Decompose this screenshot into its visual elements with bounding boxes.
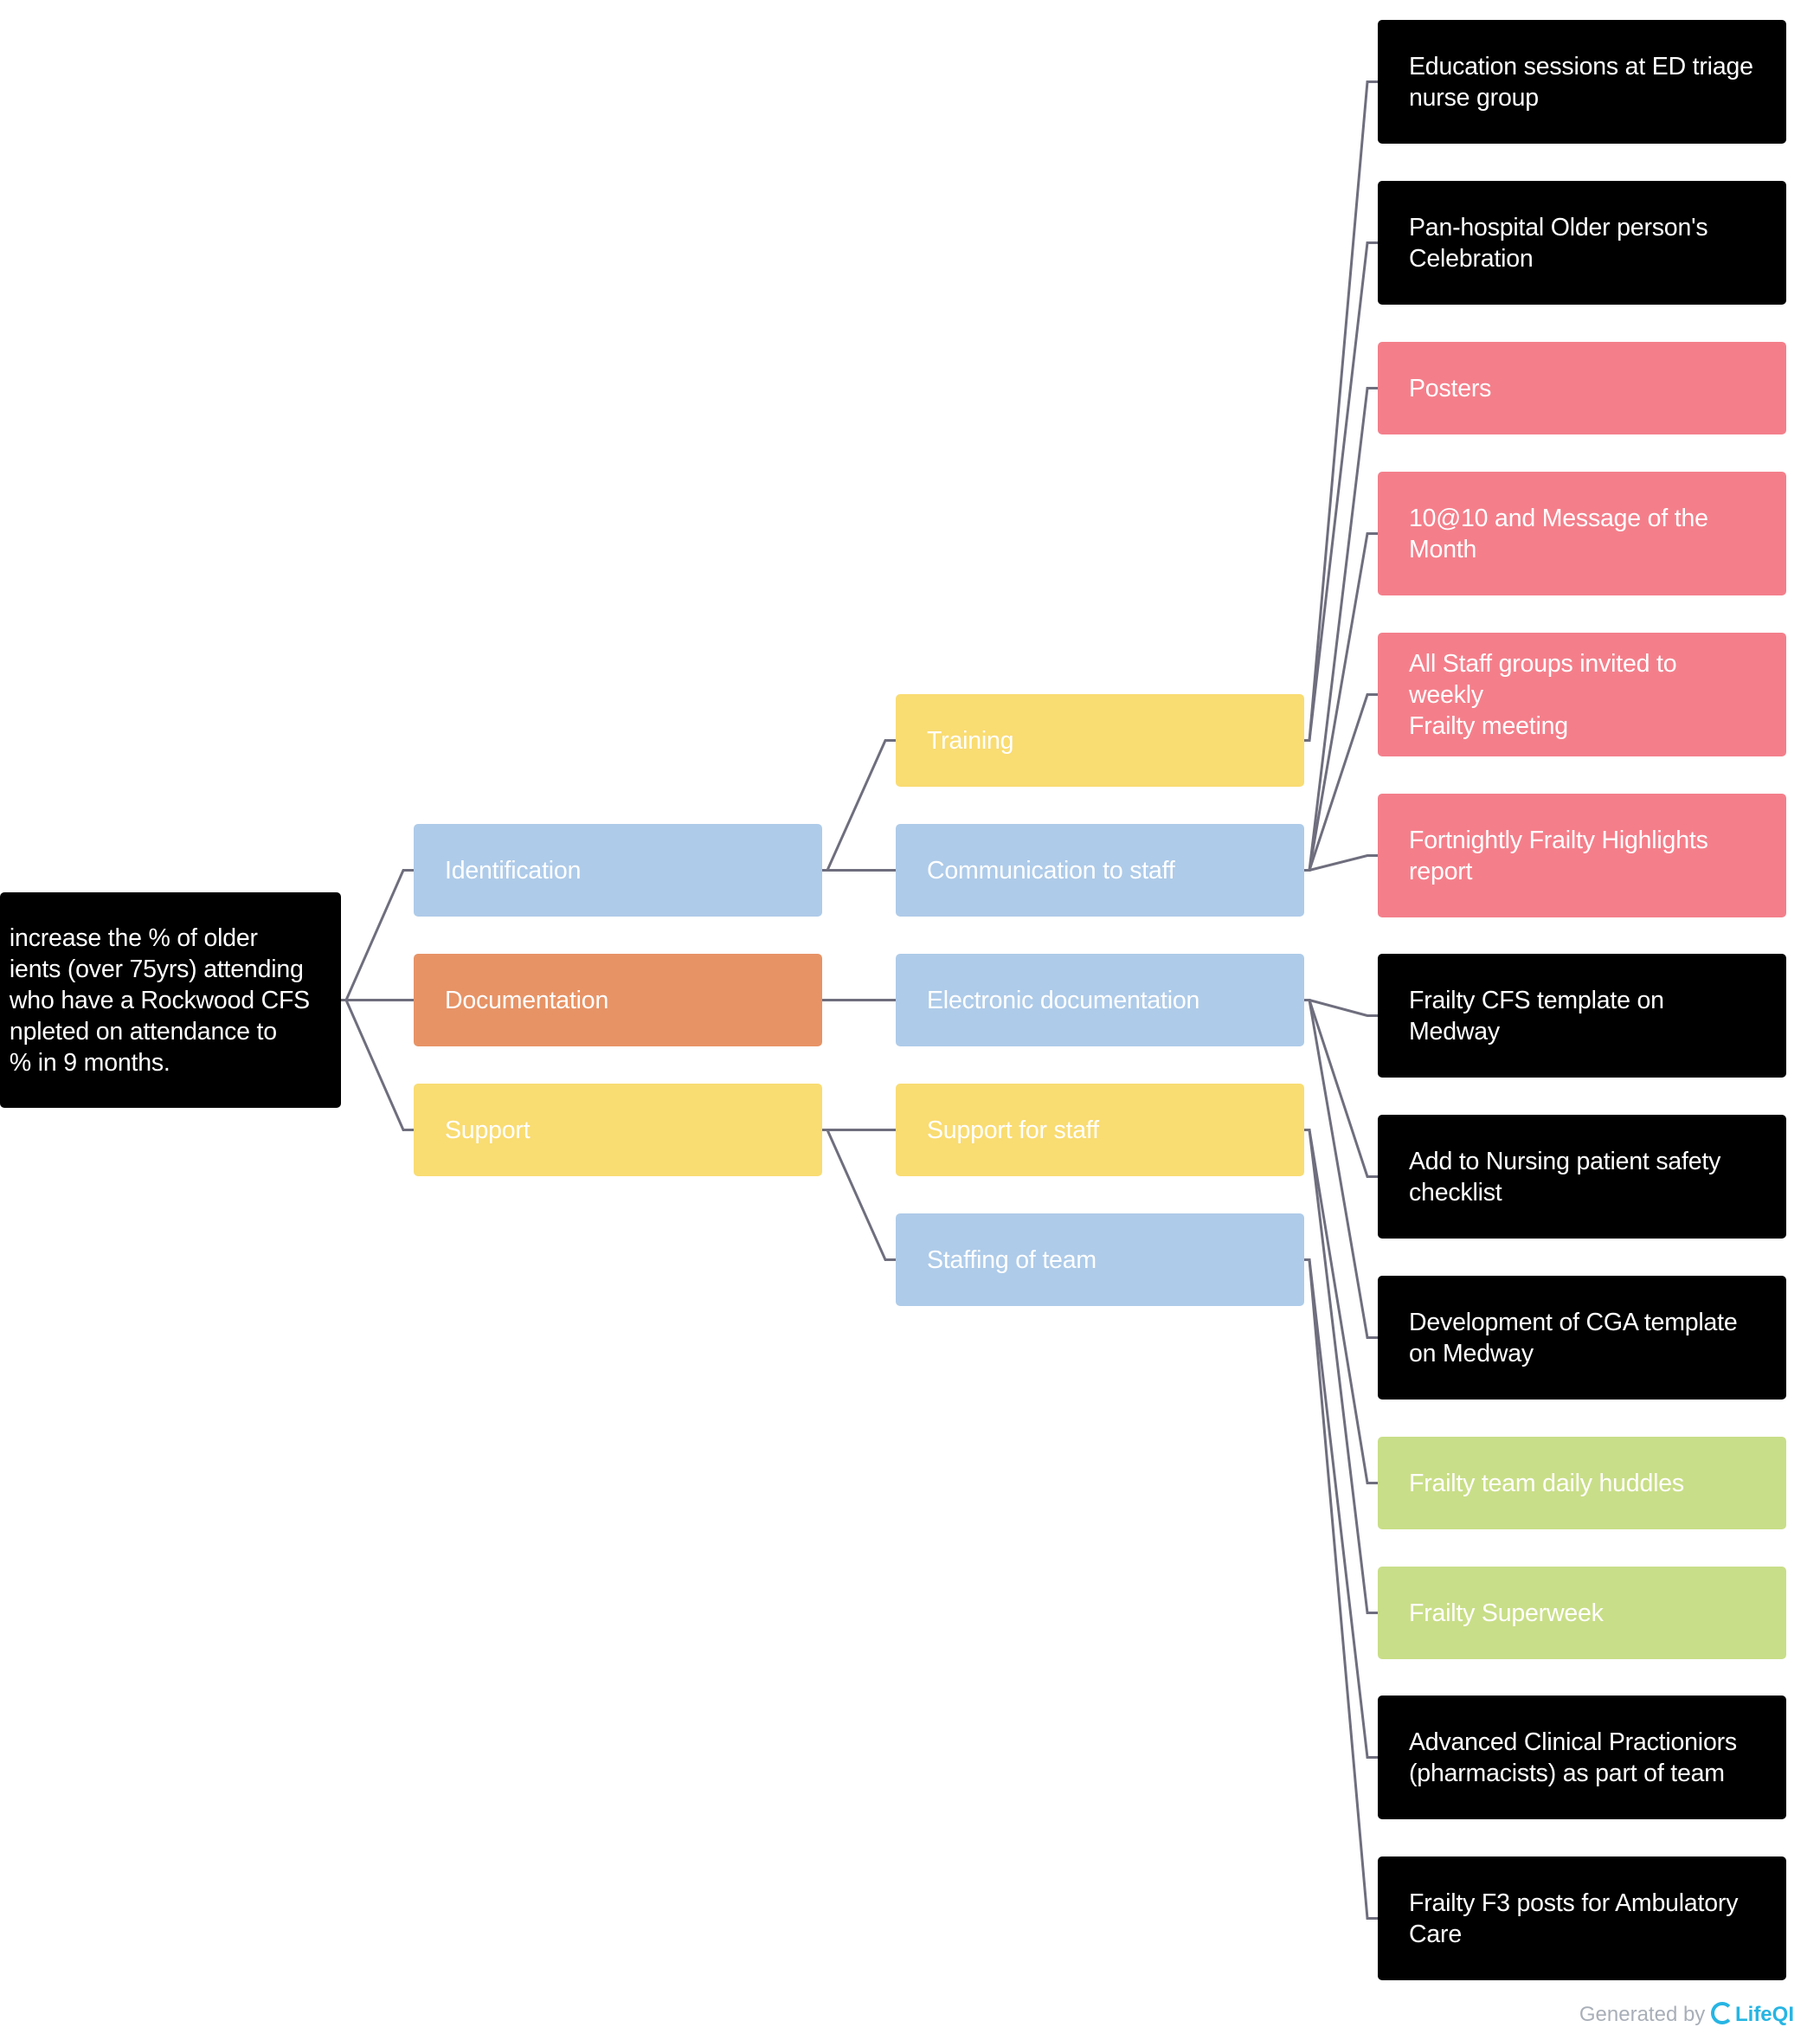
node-label: Pan-hospital Older person's Celebration [1409, 213, 1708, 273]
connector-support-staff-idea [1304, 1129, 1378, 1614]
aim-line: % in 9 months. [9, 1048, 170, 1077]
node-label: Electronic documentation [927, 986, 1200, 1014]
connector-staffing-idea [1304, 1258, 1378, 1920]
change-idea-highlights-report: Fortnightly Frailty Highlights report [1378, 794, 1786, 917]
change-idea-education-sessions: Education sessions at ED triage nurse gr… [1378, 20, 1786, 144]
aim-line: npleted on attendance to [9, 1017, 277, 1046]
node-label: Communication to staff [927, 856, 1175, 885]
connector-training-idea [1304, 241, 1378, 742]
connector-aim-primary-driver-identification [341, 869, 414, 1001]
secondary-driver-training: Training [896, 694, 1304, 787]
connector-communication-idea [1304, 854, 1378, 872]
aim-text: increase the % of older ients (over 75yr… [10, 923, 310, 1078]
primary-driver-support: Support [414, 1084, 822, 1176]
change-idea-posters: Posters [1378, 342, 1786, 434]
secondary-driver-staffing: Staffing of team [896, 1213, 1304, 1306]
change-idea-superweek: Frailty Superweek [1378, 1567, 1786, 1659]
aim-line: who have a Rockwood CFS [9, 986, 310, 1014]
node-label: Frailty CFS template on Medway [1409, 986, 1664, 1046]
node-label: Fortnightly Frailty Highlights report [1409, 826, 1708, 885]
lifeqi-brand: LifeQI [1734, 2003, 1794, 2026]
node-label: Support for staff [927, 1116, 1099, 1144]
aim-statement: increase the % of older ients (over 75yr… [0, 892, 341, 1108]
secondary-driver-support-for-staff: Support for staff [896, 1084, 1304, 1176]
change-idea-advanced-practitioners: Advanced Clinical Practioniors (pharmaci… [1378, 1696, 1786, 1819]
lifeqi-logo-icon [1710, 2002, 1733, 2024]
connector-identification-training [822, 739, 896, 872]
node-label: Training [927, 726, 1014, 755]
aim-line: increase the % of older [9, 923, 258, 952]
node-label: Add to Nursing patient safety checklist [1409, 1147, 1721, 1207]
primary-driver-documentation: Documentation [414, 954, 822, 1046]
node-label: Advanced Clinical Practioniors (pharmaci… [1409, 1728, 1737, 1787]
connector-electronic-idea [1304, 999, 1378, 1017]
secondary-driver-communication: Communication to staff [896, 824, 1304, 917]
primary-driver-identification: Identification [414, 824, 822, 917]
change-idea-f3-posts: Frailty F3 posts for Ambulatory Care [1378, 1856, 1786, 1980]
change-idea-cfs-template: Frailty CFS template on Medway [1378, 954, 1786, 1078]
node-label: 10@10 and Message of the Month [1409, 504, 1708, 563]
lifeqi-logo: LifeQI [1710, 2002, 1794, 2026]
node-label: Documentation [445, 986, 609, 1014]
aim-line: ients (over 75yrs) attending [9, 955, 304, 983]
secondary-driver-electronic-documentation: Electronic documentation [896, 954, 1304, 1046]
node-label: Staffing of team [927, 1245, 1097, 1274]
connector-aim-primary-driver-support [341, 999, 414, 1131]
footer-attribution: Generated by LifeQI [1579, 2002, 1794, 2027]
node-label: All Staff groups invited to weekly Frail… [1409, 649, 1677, 740]
node-label: Development of CGA template on Medway [1409, 1308, 1738, 1367]
connector-electronic-idea [1304, 999, 1378, 1339]
change-idea-weekly-frailty-meeting: All Staff groups invited to weekly Frail… [1378, 633, 1786, 756]
node-label: Frailty Superweek [1409, 1599, 1604, 1627]
change-idea-older-persons-celebration: Pan-hospital Older person's Celebration [1378, 181, 1786, 305]
connector-support-staffing [822, 1129, 896, 1261]
change-idea-10at10: 10@10 and Message of the Month [1378, 472, 1786, 595]
connector-training-idea [1304, 80, 1378, 742]
node-label: Support [445, 1116, 531, 1144]
node-label: Education sessions at ED triage nurse gr… [1409, 52, 1753, 112]
node-label: Frailty team daily huddles [1409, 1469, 1684, 1497]
node-label: Identification [445, 856, 582, 885]
change-idea-cga-template: Development of CGA template on Medway [1378, 1276, 1786, 1400]
node-label: Frailty F3 posts for Ambulatory Care [1409, 1889, 1739, 1948]
node-label: Posters [1409, 374, 1492, 402]
change-idea-daily-huddles: Frailty team daily huddles [1378, 1437, 1786, 1529]
change-idea-safety-checklist: Add to Nursing patient safety checklist [1378, 1115, 1786, 1239]
generated-by-label: Generated by [1579, 2003, 1706, 2026]
